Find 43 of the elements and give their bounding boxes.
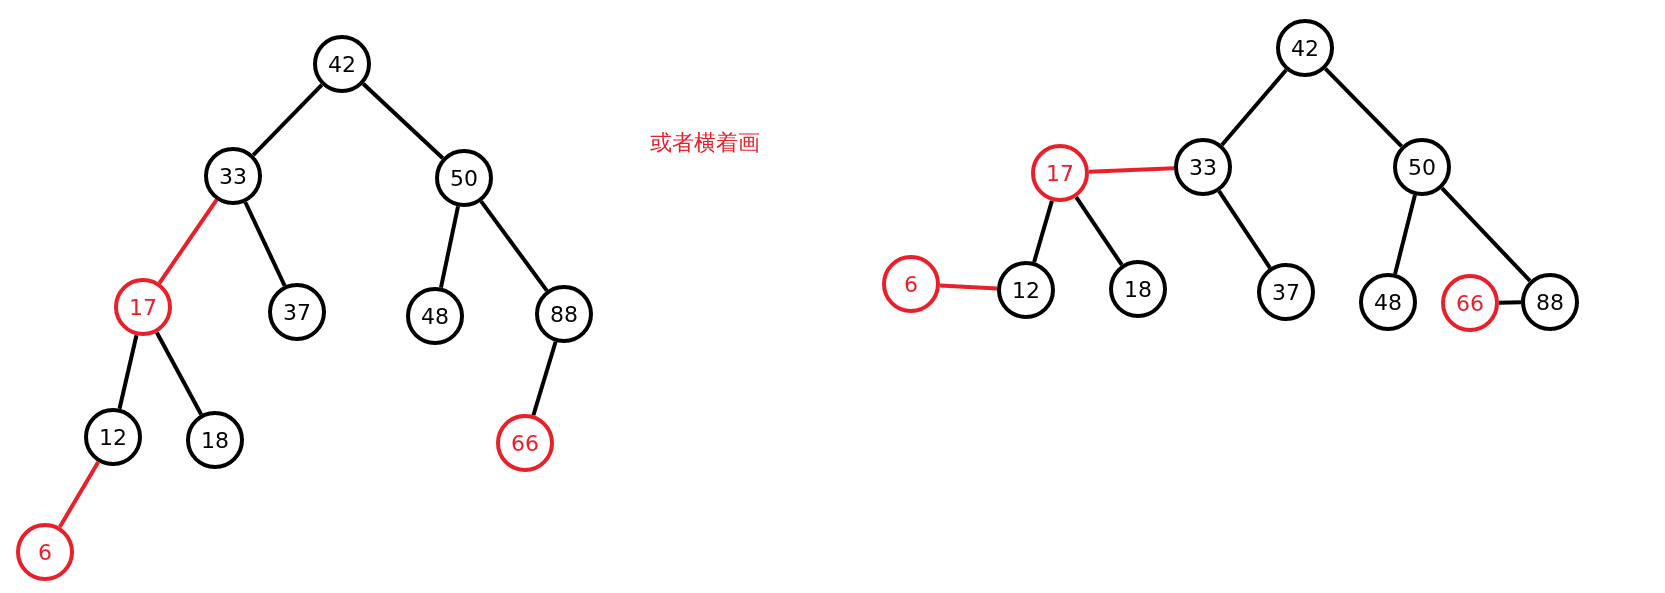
tree-node-circle: 6 (16, 523, 74, 581)
connector-line (251, 83, 324, 157)
connector-line (1393, 194, 1417, 275)
tree-node-circle: 66 (496, 414, 554, 472)
tree-node-circle: 48 (1359, 273, 1417, 331)
connector-line (439, 205, 460, 289)
tree-node-circle: 33 (1174, 138, 1232, 196)
tree-node-circle: 66 (1441, 274, 1499, 332)
connector-line (1220, 68, 1288, 147)
connector-line (117, 334, 139, 410)
connector-line (531, 341, 558, 416)
tree-node-circle: 50 (435, 149, 493, 207)
connector-line (1498, 300, 1522, 305)
tree-node-circle: 50 (1393, 138, 1451, 196)
connector-line (157, 198, 219, 285)
connector-line (361, 82, 445, 160)
connector-line (1074, 195, 1124, 267)
connector-line (479, 200, 549, 292)
connector-line (1217, 190, 1272, 269)
connector-line (155, 331, 203, 416)
tree-node-circle: 88 (535, 285, 593, 343)
connector-line (939, 283, 998, 291)
tree-node-circle: 12 (84, 408, 142, 466)
tree-node-circle: 37 (268, 283, 326, 341)
tree-node-circle: 42 (1276, 19, 1334, 77)
connector-line (58, 460, 100, 529)
connector-line (1440, 186, 1532, 283)
connector-line (243, 201, 287, 287)
tree-node-circle: 42 (313, 35, 371, 93)
tree-node-circle: 48 (406, 287, 464, 345)
tree-node-circle: 17 (114, 278, 172, 336)
tree-node-circle: 12 (997, 261, 1055, 319)
tree-node-circle: 18 (186, 411, 244, 469)
tree-node-circle: 18 (1109, 260, 1167, 318)
tree-node-circle: 33 (204, 147, 262, 205)
tree-node-circle: 88 (1521, 273, 1579, 331)
tree-node-circle: 17 (1031, 144, 1089, 202)
connector-line (1032, 200, 1054, 263)
connector-line (1088, 166, 1175, 174)
connector-line (1323, 67, 1404, 148)
tree-node-circle: 37 (1257, 263, 1315, 321)
note-text: 或者横着画 (650, 129, 760, 157)
tree-node-circle: 6 (882, 255, 940, 313)
